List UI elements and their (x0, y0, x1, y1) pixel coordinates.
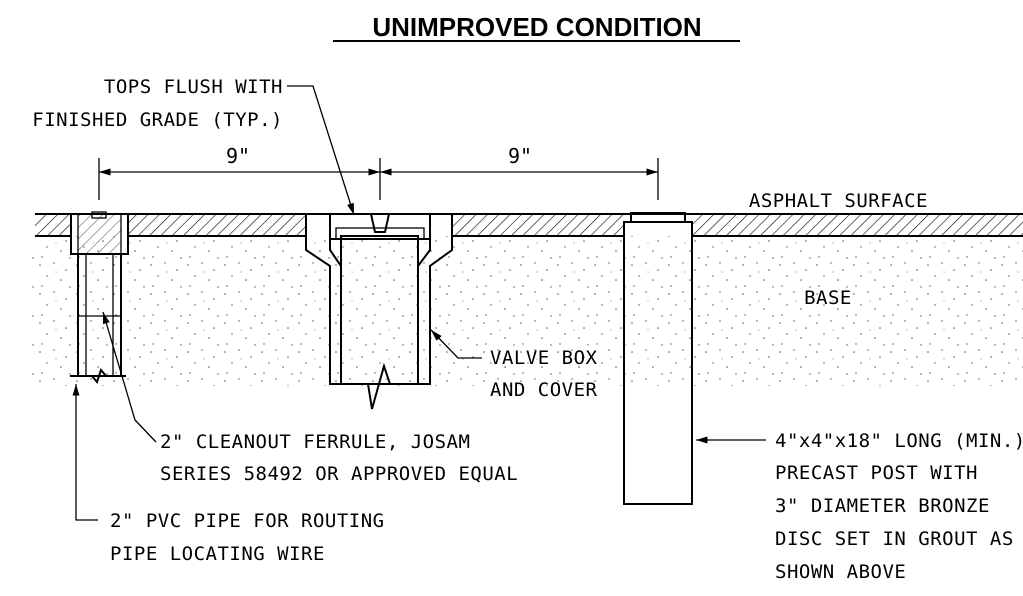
post-label-line3: 3" DIAMETER BRONZE (775, 495, 990, 517)
tops-flush-label-line2: FINISHED GRADE (TYP.) (32, 109, 283, 131)
base-layer (30, 236, 1023, 386)
cleanout-ferrule (70, 211, 129, 255)
post-label-line1: 4"x4"x18" LONG (MIN.) (775, 430, 1023, 452)
valve-box-label-line1: VALVE BOX (490, 347, 598, 369)
post-label-line4: DISC SET IN GROUT AS (775, 528, 1014, 550)
precast-post (623, 212, 693, 505)
valve-box-leader (430, 329, 482, 359)
tops-flush-label-line1: TOPS FLUSH WITH (104, 76, 283, 98)
drawing-title: UNIMPROVED CONDITION (372, 12, 701, 42)
pvc-label-line1: 2" PVC PIPE FOR ROUTING (110, 510, 385, 532)
post-label-line2: PRECAST POST WITH (775, 462, 978, 484)
pvc-leader (72, 384, 98, 521)
asphalt-surface-label: ASPHALT SURFACE (749, 190, 928, 212)
post-label-line5: SHOWN ABOVE (775, 561, 906, 583)
dimension-right-label: 9" (508, 144, 532, 168)
valve-box-label-line2: AND COVER (490, 379, 598, 401)
valve-box-cover (329, 213, 431, 240)
dimension-lines (98, 158, 659, 200)
pvc-label-line2: PIPE LOCATING WIRE (110, 543, 325, 565)
asphalt-surface (35, 213, 1023, 237)
tops-flush-leader (287, 85, 355, 216)
base-label: BASE (804, 287, 852, 309)
ferrule-leader (102, 311, 157, 443)
ferrule-label-line1: 2" CLEANOUT FERRULE, JOSAM (160, 431, 470, 453)
dimension-left-label: 9" (226, 144, 250, 168)
pvc-pipe (70, 253, 126, 385)
ferrule-label-line2: SERIES 58492 OR APPROVED EQUAL (160, 463, 518, 485)
